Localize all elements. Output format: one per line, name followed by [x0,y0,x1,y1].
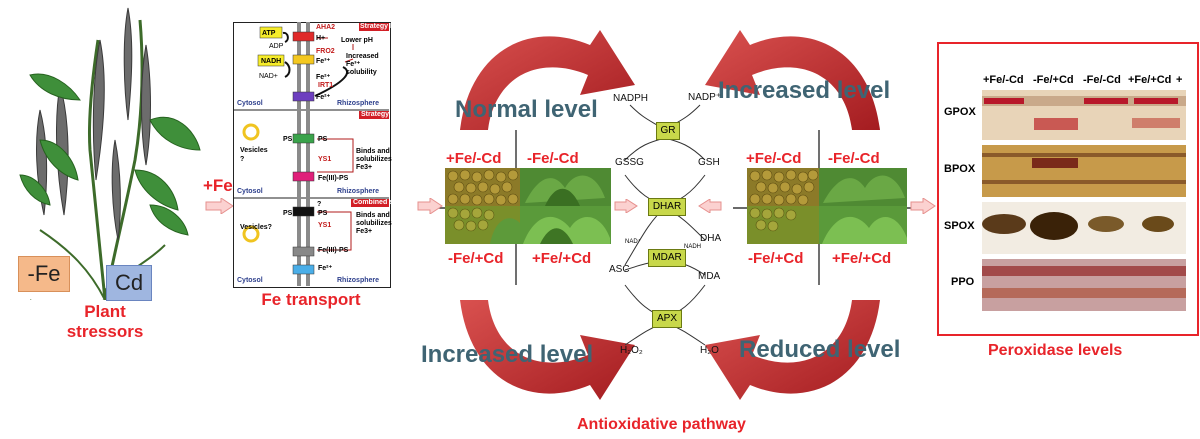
arrow-into-left-photo-icon [417,198,443,214]
feps-label-2: Fe(III)-PS [318,175,349,182]
fe-transport-caption: Fe transport [261,290,361,309]
nadh-small-label: NADH [684,244,702,250]
ps-label-3a: PS [283,210,293,217]
lane-label-3: -Fe/-Cd [1083,74,1121,86]
pathway-caption: Antioxidative pathway [577,416,746,433]
lane-label-2: -Fe/+Cd [1033,74,1074,86]
cytosol-label-1: Cytosol [237,100,263,107]
fe-transport-diagram [233,22,389,286]
ps-label-2b: PS [318,136,328,143]
strategy2-tag: Strategy II [361,111,395,118]
binds-label-2: Binds and solubilizes Fe3+ [356,148,392,171]
h2o-label: H₂O [700,345,719,356]
fe-label: -Fe [27,261,61,286]
strategy3-tag: Combined strategy [353,199,417,206]
nadp-label: NADP⁺ [688,92,722,103]
fe3-label: Fe³⁺ [316,58,331,65]
plant-caption: Plant stressors [50,302,160,342]
row-label-bpox: BPOX [944,163,976,175]
cd-box: Cd [106,265,152,301]
plant-illustration [19,7,201,300]
lane-label-1: +Fe/-Cd [983,74,1024,86]
right-quad-tr: -Fe/-Cd [828,150,880,167]
plus-fe-label: +Fe [203,176,233,195]
fe-deficiency-box: -Fe [18,256,70,292]
ys1-label-3: YS1 [318,222,332,229]
cycle-arrows [460,30,880,400]
right-quad-tl: +Fe/-Cd [746,150,802,167]
level-bottom-left: Increased level [421,341,594,368]
h2o2-label: H₂O₂ [620,345,643,356]
increased-fe-label: Increased Fe³⁺ solubility [346,53,379,76]
row-label-ppo: PPO [951,276,975,288]
arrow-to-dhar-icon [614,199,638,213]
plant-caption-line1: Plant [84,302,126,321]
gel-strips [982,90,1186,311]
cytosol-label-3: Cytosol [237,277,263,284]
gsh-label: GSH [698,157,720,168]
left-quad-tr: -Fe/-Cd [527,150,579,167]
rhizosphere-label-1: Rhizosphere [337,100,380,107]
fe-transport-panel [233,22,391,288]
apx-enzyme: APX [652,310,682,328]
ps-label-3b: PS [318,210,328,217]
right-quad-br: +Fe/+Cd [832,250,892,267]
level-top-right: Increased level [718,77,891,104]
ps-label-2a: PS [283,136,293,143]
binds-label-3: Binds and solubilizes Fe3+ [356,212,392,235]
dha-label: DHA [700,233,722,244]
ys1-label-2: YS1 [318,156,332,163]
nadph-label: NADPH [613,93,649,104]
right-arrow-icon [205,198,234,214]
adp-label: ADP [269,43,284,50]
nadplus-label: NAD+ [259,73,278,80]
question-label-3: ? [317,201,322,208]
fe2-label-3: Fe²⁺ [318,265,333,272]
hplus-label: H+ [316,35,326,42]
nad-plus-label: NAD⁺ [625,239,641,245]
dhar-enzyme: DHAR [648,198,686,216]
level-bottom-right: Reduced level [739,336,901,363]
mda-label: MDA [698,271,721,282]
feps-label-3: Fe(III)-PS [318,247,349,254]
gssg-label: GSSG [615,157,644,168]
lower-ph-label: Lower pH [341,37,373,44]
fe2-label-a: Fe²⁺ [316,74,331,81]
lane-label-4: +Fe/+Cd [1128,74,1172,86]
right-quad-bl: -Fe/+Cd [748,250,804,267]
row-label-spox: SPOX [944,220,975,232]
peroxidase-caption: Peroxidase levels [988,342,1123,359]
strategy1-tag: Strategy I [360,23,392,30]
rhizosphere-label-3: Rhizosphere [337,277,380,284]
plant-caption-line2: stressors [66,322,144,341]
right-crop-photo [747,168,907,244]
mdar-enzyme: MDAR [648,249,686,267]
aha2-label: AHA2 [316,24,336,31]
asc-label: ASC [609,264,630,275]
vesicles-label-2: Vesicles ? [240,147,268,163]
level-top-left: Normal level [455,96,598,123]
left-crop-photo [445,168,611,244]
irt1-label: IRT1 [318,82,334,89]
arrow-from-right-icon [698,199,722,213]
fro2-label: FRO2 [316,48,335,55]
rhizosphere-label-2: Rhizosphere [337,188,380,195]
vesicles-label-3: Vesicles? [240,224,272,231]
cytosol-label-2: Cytosol [237,188,263,195]
cd-label: Cd [114,270,144,295]
lane-label-extra: + [1176,74,1183,86]
nadh-label: NADH [261,58,282,65]
row-label-gpox: GPOX [944,106,976,118]
arrow-to-gel-icon [910,198,936,214]
fe2-label-b: Fe²⁺ [316,94,331,101]
left-quad-bl: -Fe/+Cd [448,250,504,267]
gr-enzyme: GR [656,122,680,140]
left-quad-br: +Fe/+Cd [532,250,592,267]
left-quad-tl: +Fe/-Cd [446,150,502,167]
atp-label: ATP [262,30,276,37]
